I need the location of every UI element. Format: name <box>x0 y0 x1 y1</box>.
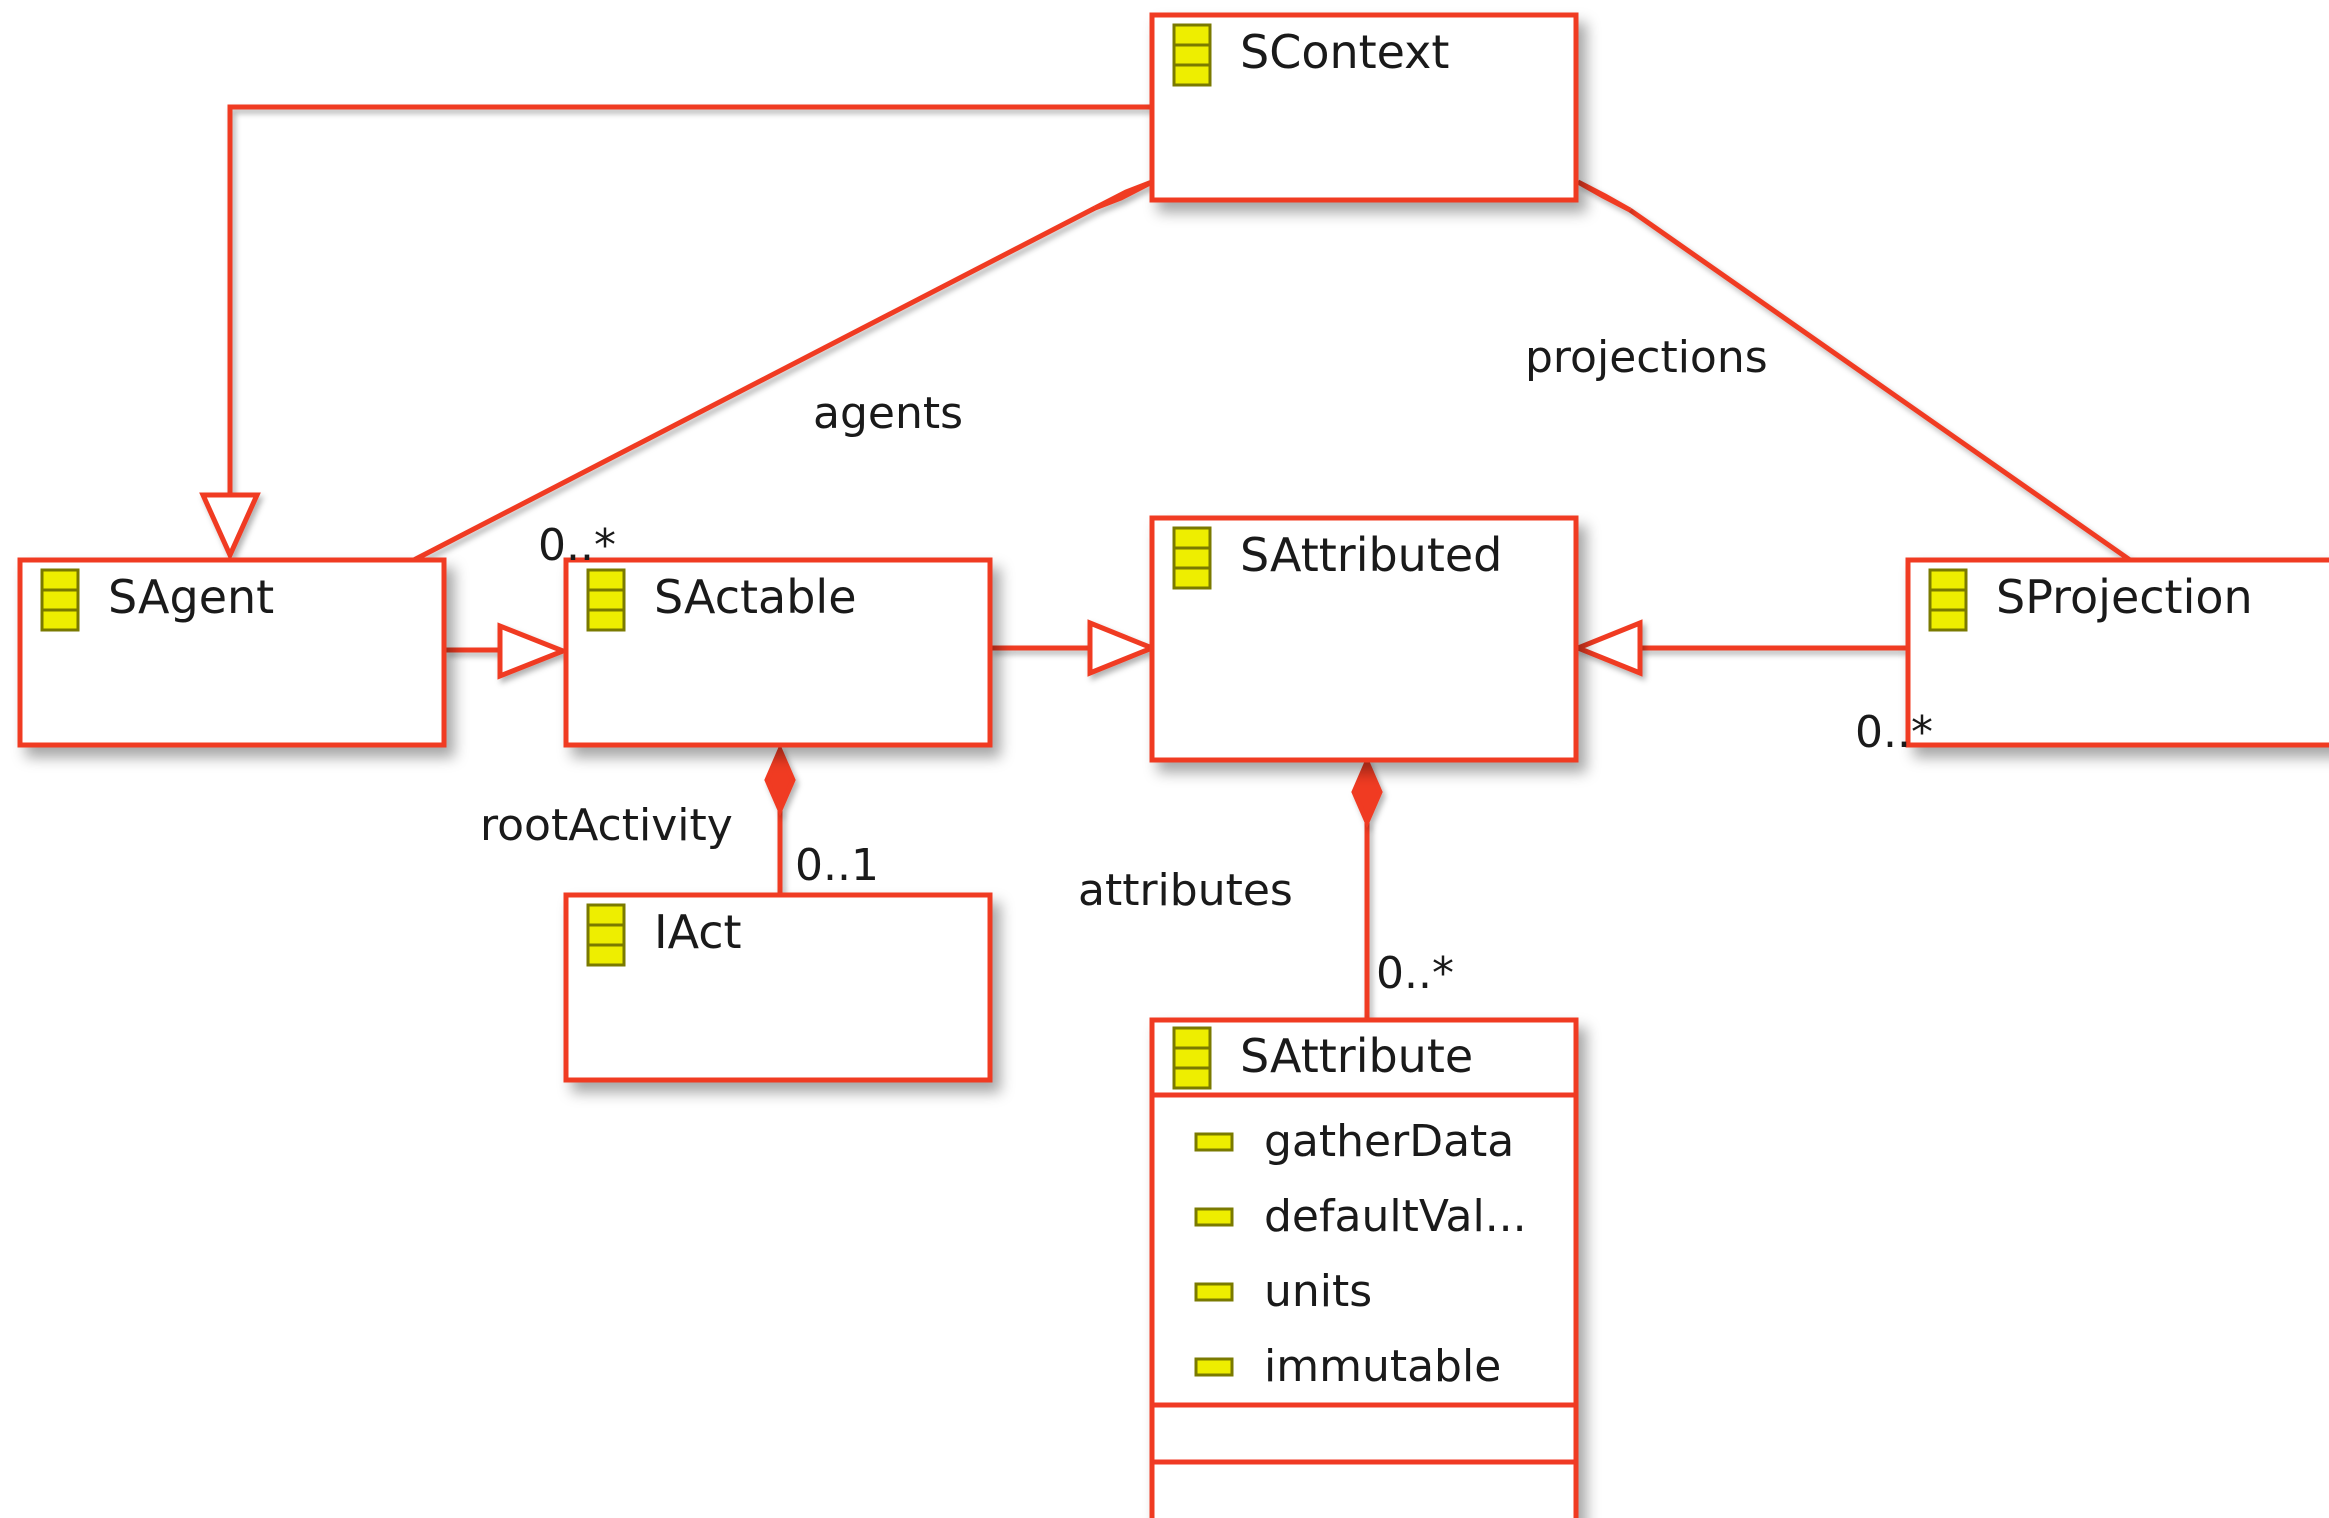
composition-diamond <box>1351 755 1383 829</box>
multiplicity-projections: 0..* <box>1855 707 1933 758</box>
class-icon <box>586 568 626 632</box>
attribute-gather-data: gatherData <box>1264 1116 1514 1167</box>
generalization-arrowhead <box>199 492 261 562</box>
attribute-icon <box>1194 1282 1234 1302</box>
attribute-default-value: defaultVal... <box>1264 1191 1527 1242</box>
association-agents <box>408 205 1097 565</box>
class-scontext[interactable]: SContext <box>1149 12 1579 203</box>
composition-diamond <box>1576 179 1632 213</box>
role-label-attributes: attributes <box>1078 865 1293 916</box>
attribute-icon <box>1194 1132 1234 1152</box>
role-label-agents: agents <box>813 388 963 439</box>
generalization-arrowhead <box>497 622 570 680</box>
class-name: SAttributed <box>1240 528 1502 582</box>
attribute-icon <box>1194 1207 1234 1227</box>
class-iact[interactable]: IAct <box>563 892 993 1083</box>
class-icon <box>1172 526 1212 590</box>
class-icon <box>1172 23 1212 87</box>
class-icon <box>40 568 80 632</box>
composition-diamond <box>764 743 796 817</box>
generalization-arrowhead <box>1571 619 1643 677</box>
class-name: SActable <box>654 570 857 624</box>
generalization-arrowhead <box>1087 619 1159 677</box>
class-name: IAct <box>654 905 742 959</box>
attribute-icon <box>1194 1357 1234 1377</box>
class-icon <box>586 903 626 967</box>
class-name: SAttribute <box>1240 1029 1473 1083</box>
class-name: SAgent <box>108 570 274 624</box>
class-sagent[interactable]: SAgent <box>17 557 447 748</box>
attribute-units: units <box>1264 1266 1372 1317</box>
multiplicity-agents: 0..* <box>538 520 616 571</box>
role-label-projections: projections <box>1525 332 1768 383</box>
class-sattributed[interactable]: SAttributed <box>1149 515 1579 763</box>
class-icon <box>1928 568 1968 632</box>
class-name: SContext <box>1240 25 1449 79</box>
multiplicity-attributes: 0..* <box>1376 948 1454 999</box>
class-sattribute[interactable]: SAttribute gatherData defaultVal... unit… <box>1149 1017 1579 1518</box>
multiplicity-root-activity: 0..1 <box>795 840 879 891</box>
attribute-immutable: immutable <box>1264 1341 1501 1392</box>
class-sprojection[interactable]: SProjection <box>1905 557 2329 748</box>
class-name: SProjection <box>1996 570 2253 624</box>
class-sactable[interactable]: SActable <box>563 557 993 748</box>
association-projections <box>1628 207 2132 563</box>
composition-diamond <box>1093 179 1154 211</box>
class-icon <box>1172 1026 1212 1090</box>
role-label-root-activity: rootActivity <box>480 800 733 851</box>
generalization-scontext-sagent <box>227 104 1155 500</box>
